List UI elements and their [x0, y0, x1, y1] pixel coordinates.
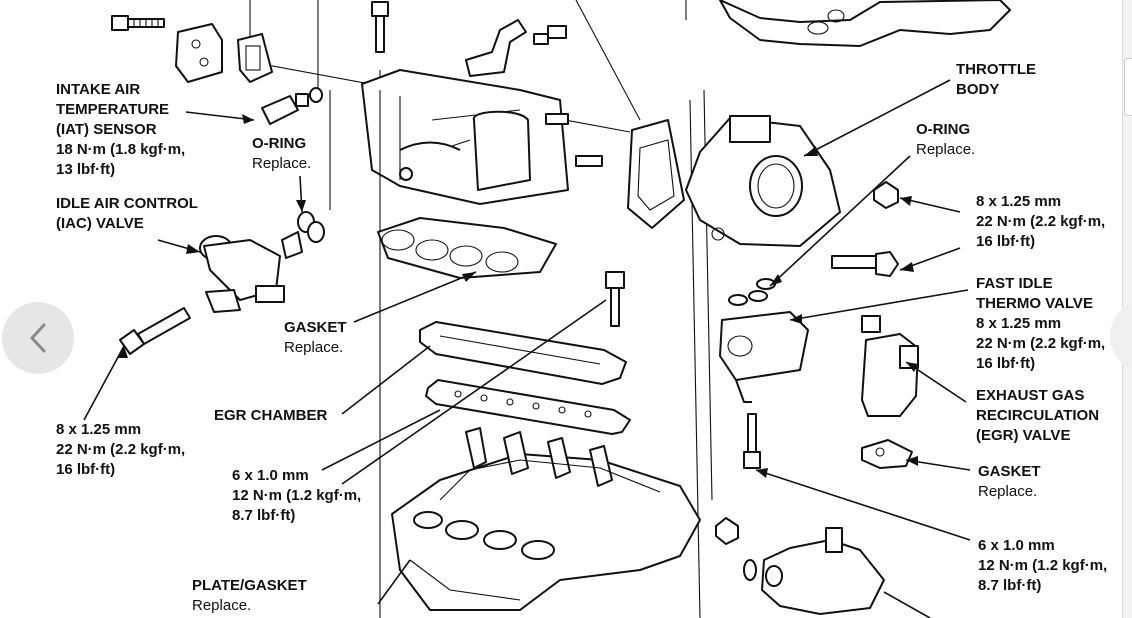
label-text: Replace.: [284, 339, 344, 356]
egr-chamber-part: [419, 321, 627, 385]
label-text: Replace.: [192, 597, 252, 614]
label-gasket-mid: GASKET Replace.: [284, 318, 347, 358]
intake-chamber-part: [361, 69, 603, 205]
label-text: FAST IDLE: [976, 275, 1053, 292]
label-text: THROTTLE: [956, 61, 1036, 78]
previous-image-button[interactable]: [2, 302, 74, 374]
label-text: 6 x 1.0 mm: [978, 537, 1055, 554]
label-text: 16 lbf·ft): [976, 355, 1036, 372]
bolt-center: [605, 271, 625, 327]
manifold-top-right: [719, 0, 1011, 47]
label-o-ring-right: O-RING Replace.: [916, 120, 975, 160]
iat-sensor-part: [261, 87, 323, 125]
label-text: 22 N·m (2.2 kgf·m,: [976, 335, 1106, 352]
label-text: 8.7 lbf·ft): [232, 507, 296, 524]
thermostat-housing-part: [761, 527, 885, 615]
o-ring-part: [748, 290, 768, 302]
label-text: PLATE/GASKET: [192, 577, 307, 594]
bolt-top-left: [111, 15, 165, 31]
label-text: Replace.: [978, 483, 1038, 500]
nut-throttle: [873, 181, 899, 209]
label-iat-sensor: INTAKE AIR TEMPERATURE (IAT) SENSOR 18 N…: [56, 80, 185, 180]
label-bolt-left: 8 x 1.25 mm 22 N·m (2.2 kgf·m, 16 lbf·ft…: [56, 420, 185, 480]
label-text: 8 x 1.25 mm: [976, 193, 1062, 210]
label-text: (IAC) VALVE: [56, 215, 144, 232]
label-bolt-right-bottom: 6 x 1.0 mm 12 N·m (1.2 kgf·m, 8.7 lbf·ft…: [978, 536, 1107, 596]
label-text: 22 N·m (2.2 kgf·m,: [976, 213, 1106, 230]
chevron-left-icon: [30, 323, 46, 353]
throttle-body-part: [685, 115, 841, 247]
scrollbar-thumb[interactable]: [1124, 58, 1132, 116]
label-text: EXHAUST GAS: [976, 387, 1085, 404]
label-text: (IAT) SENSOR: [56, 121, 157, 138]
gasket-part: [377, 217, 557, 279]
guide-line: [575, 0, 641, 121]
label-text: 13 lbf·ft): [56, 161, 116, 178]
egr-gasket-part: [861, 439, 913, 469]
bolt-fast-idle: [743, 413, 761, 469]
label-text: GASKET: [978, 463, 1041, 480]
fast-idle-thermo-valve-part: [719, 311, 809, 403]
label-text: 16 lbf·ft): [976, 233, 1036, 250]
label-text: 16 lbf·ft): [56, 461, 116, 478]
label-bolt-right-top: 8 x 1.25 mm 22 N·m (2.2 kgf·m, 16 lbf·ft…: [976, 192, 1105, 252]
label-text: Replace.: [252, 155, 312, 172]
label-text: 6 x 1.0 mm: [232, 467, 309, 484]
label-text: 8.7 lbf·ft): [978, 577, 1042, 594]
label-text: O-RING: [916, 121, 971, 138]
plate-part: [425, 379, 631, 435]
bracket-top-center: [465, 19, 567, 77]
label-text: THERMO VALVE: [976, 295, 1093, 312]
label-text: 18 N·m (1.8 kgf·m,: [56, 141, 186, 158]
bolt-top-center: [371, 1, 389, 53]
label-throttle-body: THROTTLE BODY: [956, 60, 1036, 100]
label-egr-chamber: EGR CHAMBER: [214, 406, 327, 426]
iac-valve-part: [199, 231, 303, 313]
label-text: RECIRCULATION: [976, 407, 1100, 424]
label-bolt-mid: 6 x 1.0 mm 12 N·m (1.2 kgf·m, 8.7 lbf·ft…: [232, 466, 361, 526]
egr-valve-part: [861, 315, 919, 417]
label-text: (EGR) VALVE: [976, 427, 1071, 444]
label-text: TEMPERATURE: [56, 101, 170, 118]
label-text: INTAKE AIR: [56, 81, 141, 98]
intake-manifold-part: [391, 427, 701, 611]
bolt-throttle: [831, 251, 899, 277]
label-text: 12 N·m (1.2 kgf·m,: [978, 557, 1108, 574]
label-text: Replace.: [916, 141, 976, 158]
iac-bracket: [175, 23, 273, 83]
throttle-gasket-part: [627, 119, 685, 229]
label-text: EGR CHAMBER: [214, 407, 328, 424]
label-o-ring-left: O-RING Replace.: [252, 134, 311, 174]
label-iac-valve: IDLE AIR CONTROL (IAC) VALVE: [56, 194, 198, 234]
label-text: 12 N·m (1.2 kgf·m,: [232, 487, 362, 504]
label-text: GASKET: [284, 319, 347, 336]
label-gasket-right: GASKET Replace.: [978, 462, 1041, 502]
bolt-left-long: [119, 307, 191, 355]
label-text: IDLE AIR CONTROL: [56, 195, 198, 212]
next-image-button[interactable]: [1110, 300, 1132, 372]
label-plate-gasket: PLATE/GASKET Replace.: [192, 576, 307, 616]
arrow-heads: [118, 114, 918, 478]
o-ring-part: [307, 221, 325, 243]
label-egr-valve: EXHAUST GAS RECIRCULATION (EGR) VALVE: [976, 386, 1099, 446]
o-ring-part: [728, 294, 748, 306]
label-text: O-RING: [252, 135, 307, 152]
label-text: 8 x 1.25 mm: [976, 315, 1062, 332]
nut-bottom: [715, 517, 757, 581]
label-fast-idle-thermo-valve: FAST IDLE THERMO VALVE 8 x 1.25 mm 22 N·…: [976, 274, 1105, 374]
label-text: 22 N·m (2.2 kgf·m,: [56, 441, 186, 458]
label-text: BODY: [956, 81, 1000, 98]
label-text: 8 x 1.25 mm: [56, 421, 142, 438]
